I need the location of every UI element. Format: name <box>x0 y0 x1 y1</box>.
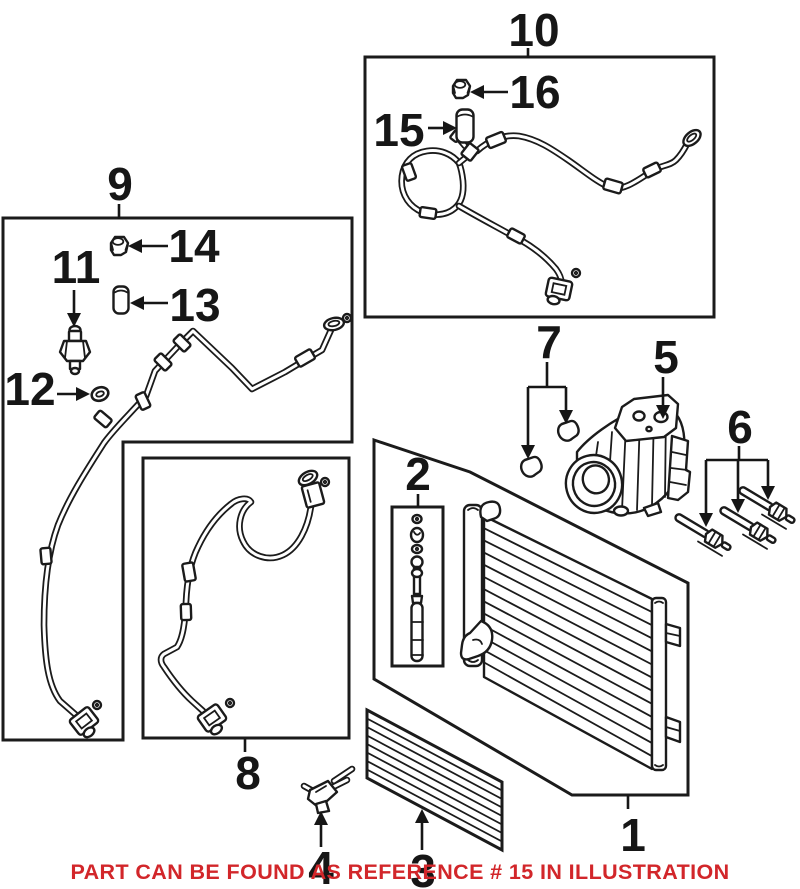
air-baffle <box>365 707 504 853</box>
valve-cap <box>112 285 130 315</box>
callout-16: 16 <box>470 66 561 118</box>
callout-4: 4 <box>308 811 334 889</box>
pressure-switch <box>58 324 92 376</box>
discharge-hose-assembly <box>398 125 705 309</box>
callout-15: 15 <box>373 104 457 156</box>
sealing-cap <box>553 416 583 445</box>
callout-label: 11 <box>52 241 101 293</box>
callout-label: 13 <box>169 279 220 331</box>
callout-7: 7 <box>521 316 573 459</box>
refrigerant-pipe-assembly <box>39 312 353 743</box>
callout-6: 6 <box>699 401 775 527</box>
callout-label: 5 <box>653 331 679 383</box>
callout-14: 14 <box>128 220 220 272</box>
callout-label: 4 <box>308 842 334 889</box>
callout-label: 1 <box>620 809 646 861</box>
callout-8: 8 <box>235 739 261 799</box>
callout-label: 7 <box>536 316 562 368</box>
o-ring-small <box>570 267 582 279</box>
callout-label: 6 <box>727 401 753 453</box>
o-ring-small <box>341 312 353 324</box>
reference-note: PART CAN BE FOUND AS REFERENCE # 15 IN I… <box>70 860 729 884</box>
compressor-pulley <box>564 453 624 515</box>
callout-label: 14 <box>168 220 220 272</box>
valve-nut <box>109 235 130 257</box>
compressor-foot <box>612 505 630 517</box>
callout-13: 13 <box>130 279 221 331</box>
callout-label: 16 <box>509 66 560 118</box>
suction-hose-assembly <box>157 466 331 740</box>
callout-12: 12 <box>4 363 90 415</box>
callout-label: 3 <box>410 845 436 889</box>
box-10-frame <box>363 55 716 319</box>
condenser-top-bracket <box>479 500 502 523</box>
callout-2: 2 <box>405 448 431 507</box>
box-9-frame <box>1 216 354 742</box>
callout-10: 10 <box>508 4 560 58</box>
callout-3: 3 <box>410 809 436 889</box>
callout-9: 9 <box>107 158 133 219</box>
callout-1: 1 <box>620 795 646 861</box>
callout-label: 10 <box>508 4 559 56</box>
valve-cap <box>455 108 475 144</box>
callout-label: 15 <box>373 104 424 156</box>
sealing-cap <box>516 452 546 481</box>
mounting-bracket <box>300 765 356 815</box>
callout-5: 5 <box>653 331 679 419</box>
valve-nut <box>451 78 472 100</box>
callout-label: 2 <box>405 448 431 500</box>
o-ring <box>90 385 110 403</box>
hose-branch-fitting <box>460 142 480 162</box>
callout-11: 11 <box>52 241 101 327</box>
drier-cartridge <box>409 513 425 663</box>
callout-label: 12 <box>4 363 55 415</box>
o-ring-small <box>91 699 103 711</box>
o-ring-small <box>319 476 331 488</box>
o-ring-small <box>224 697 236 709</box>
callout-label: 9 <box>107 158 133 210</box>
compressor <box>564 393 692 518</box>
condenser <box>459 500 682 772</box>
condenser-right-header <box>650 596 668 772</box>
callout-label: 8 <box>235 747 261 799</box>
